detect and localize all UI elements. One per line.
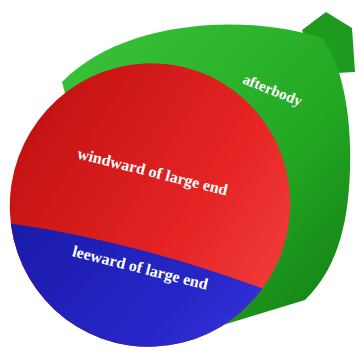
leeward-region bbox=[0, 222, 305, 350]
